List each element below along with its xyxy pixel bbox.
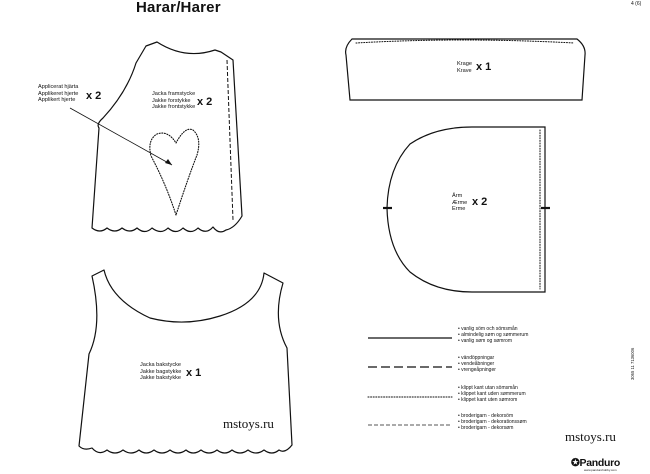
front-piece-label: Jacka framstycke Jakke forstykke Jakke f… <box>152 91 195 111</box>
collar-piece <box>345 38 586 101</box>
front-piece-label-line: Jakke forstykke <box>152 97 191 104</box>
heart-applique <box>149 128 200 217</box>
back-piece-label-line: Jacka bakstycke <box>140 362 182 368</box>
panduro-logo: ✪Panduro <box>571 458 620 469</box>
applique-multiplier: x 2 <box>86 90 102 102</box>
watermark: mstoys.ru <box>223 416 274 431</box>
sleeve-piece-multiplier: x 2 <box>472 196 488 208</box>
front-piece <box>69 41 243 233</box>
sleeve-piece <box>383 126 550 293</box>
legend-text-line: • vanlig søm og sømrom <box>458 338 512 345</box>
collar-piece-label-line: Krave <box>457 67 472 74</box>
legend-text-long-dash: • vändöppningar • vendeåbninger • vrenge… <box>458 355 496 374</box>
applique-pointer-arrowhead <box>165 159 172 165</box>
collar-piece-stitch-line <box>355 39 575 44</box>
back-piece-label-line: Jakke bakstykke <box>140 375 182 382</box>
front-piece-outline <box>91 41 243 233</box>
back-piece <box>78 269 293 454</box>
legend-text-line: • vändöppningar <box>458 355 495 361</box>
legend-text-line: • broderigarn - dekorsöm <box>458 413 514 419</box>
legend-text-line: • vanlig söm och sömsmån <box>458 326 518 332</box>
legend-text-dotted: • klippt kant utan sömsmån • klippet kan… <box>458 385 526 404</box>
brand-url: www.pandurohobby.com <box>584 468 617 472</box>
back-piece-multiplier: x 1 <box>186 367 202 379</box>
front-piece-label-line: Jakke frontstykke <box>152 104 196 111</box>
legend-lines <box>367 337 453 426</box>
sleeve-piece-label: Ärm Ærme Erme <box>452 193 467 213</box>
front-piece-fold-line <box>226 59 234 221</box>
back-piece-label-line: Jakke bagstykke <box>140 368 182 375</box>
collar-piece-outline <box>345 38 586 101</box>
legend-text-line: • klippet kant uten sømrom <box>458 397 518 404</box>
collar-piece-multiplier: x 1 <box>476 61 492 73</box>
applique-pointer-arrow <box>69 107 173 166</box>
legend-text-solid: • vanlig söm och sömsmån • almindelig sø… <box>458 326 528 345</box>
legend-text-line: • vendeåbninger <box>458 361 495 368</box>
front-piece-label-line: Jacka framstycke <box>152 91 196 97</box>
sleeve-piece-label-line: Ärm <box>452 193 463 199</box>
legend-text-short-dash: • broderigarn - dekorsöm • broderigarn -… <box>458 413 527 432</box>
front-piece-multiplier: x 2 <box>197 96 213 108</box>
applique-label-line: Applikeret hjerte <box>38 90 79 97</box>
product-code: 3065 11 7136006 <box>630 347 635 380</box>
collar-piece-label-line: Krage <box>457 61 472 67</box>
collar-piece-label: Krage Krave <box>457 61 472 74</box>
legend-text-line: • vrengeåpninger <box>458 367 496 374</box>
legend-text-line: • broderigarn - dekorsøm <box>458 425 514 432</box>
logo-mark-icon: ✪ <box>571 457 580 469</box>
sleeve-piece-label-line: Erme <box>452 206 466 213</box>
legend-text-line: • klippet kant uden sømmerum <box>458 391 526 398</box>
page-title: Harar/Harer <box>136 0 221 16</box>
legend-text-line: • broderigarn - dekorationssøm <box>458 419 527 426</box>
brand-name: Panduro <box>579 457 621 469</box>
applique-label-line: Applikert hjerte <box>38 97 76 104</box>
applique-label-line: Applicerat hjärta <box>38 84 79 90</box>
legend-text-line: • klippt kant utan sömsmån <box>458 385 518 391</box>
back-piece-label: Jacka bakstycke Jakke bagstykke Jakke ba… <box>140 362 181 382</box>
sleeve-piece-label-line: Ærme <box>452 199 468 206</box>
applique-label: Applicerat hjärta Applikeret hjerte Appl… <box>38 84 78 104</box>
legend-text-line: • almindelig søm og sømmerum <box>458 332 529 339</box>
page-number: 4 (6) <box>631 1 642 7</box>
watermark: mstoys.ru <box>565 429 616 444</box>
back-piece-outline <box>78 269 293 454</box>
